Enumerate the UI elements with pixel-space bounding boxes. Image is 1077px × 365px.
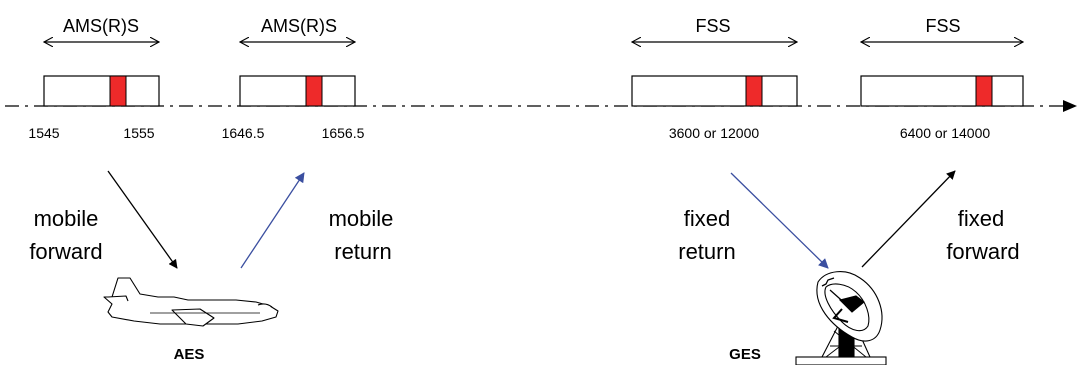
band-label: FSS <box>925 16 960 36</box>
frequency-axis-arrowhead <box>1063 100 1077 112</box>
mobile-forward-label-line2: forward <box>29 239 102 264</box>
fixed-return-label-line2: return <box>678 239 735 264</box>
band-rect <box>239 75 356 107</box>
freq-label: 6400 or 14000 <box>900 125 991 141</box>
allocation-marker <box>975 75 993 107</box>
aircraft-earth-station-label: AES <box>174 346 205 363</box>
allocation-marker <box>109 75 127 107</box>
band-label: FSS <box>695 16 730 36</box>
freq-low: 1646.5 <box>222 125 265 141</box>
fixed-forward-label-line1: fixed <box>958 206 1004 231</box>
band-fss-forward: FSS 6400 or 14000 <box>861 16 1023 141</box>
freq-low: 1545 <box>28 125 59 141</box>
band-fss-return: FSS 3600 or 12000 <box>632 16 797 141</box>
mobile-return-label-line2: return <box>334 239 391 264</box>
mobile-forward-arrow <box>107 170 178 269</box>
band-rect <box>43 75 160 107</box>
band-ams-uplink: AMS(R)S 1646.5 1656.5 <box>222 16 365 141</box>
freq-high: 1656.5 <box>322 125 365 141</box>
mobile-return-arrow <box>240 172 305 269</box>
mobile-forward-label-line1: mobile <box>34 206 99 231</box>
fixed-return-arrow <box>730 172 829 269</box>
satellite-dish-icon <box>795 271 887 365</box>
band-rect <box>631 75 798 107</box>
fixed-forward-label-line2: forward <box>946 239 1019 264</box>
ground-earth-station-label: GES <box>729 346 761 363</box>
freq-label: 3600 or 12000 <box>669 125 760 141</box>
freq-high: 1555 <box>123 125 154 141</box>
allocation-marker <box>305 75 323 107</box>
band-label: AMS(R)S <box>63 16 139 36</box>
band-ams-downlink: AMS(R)S 1545 1555 <box>28 16 159 141</box>
fixed-forward-arrow <box>861 170 956 268</box>
band-rect <box>860 75 1024 107</box>
aircraft-icon <box>103 277 279 327</box>
band-label: AMS(R)S <box>261 16 337 36</box>
fixed-return-label-line1: fixed <box>684 206 730 231</box>
allocation-marker <box>745 75 763 107</box>
mobile-return-label-line1: mobile <box>329 206 394 231</box>
